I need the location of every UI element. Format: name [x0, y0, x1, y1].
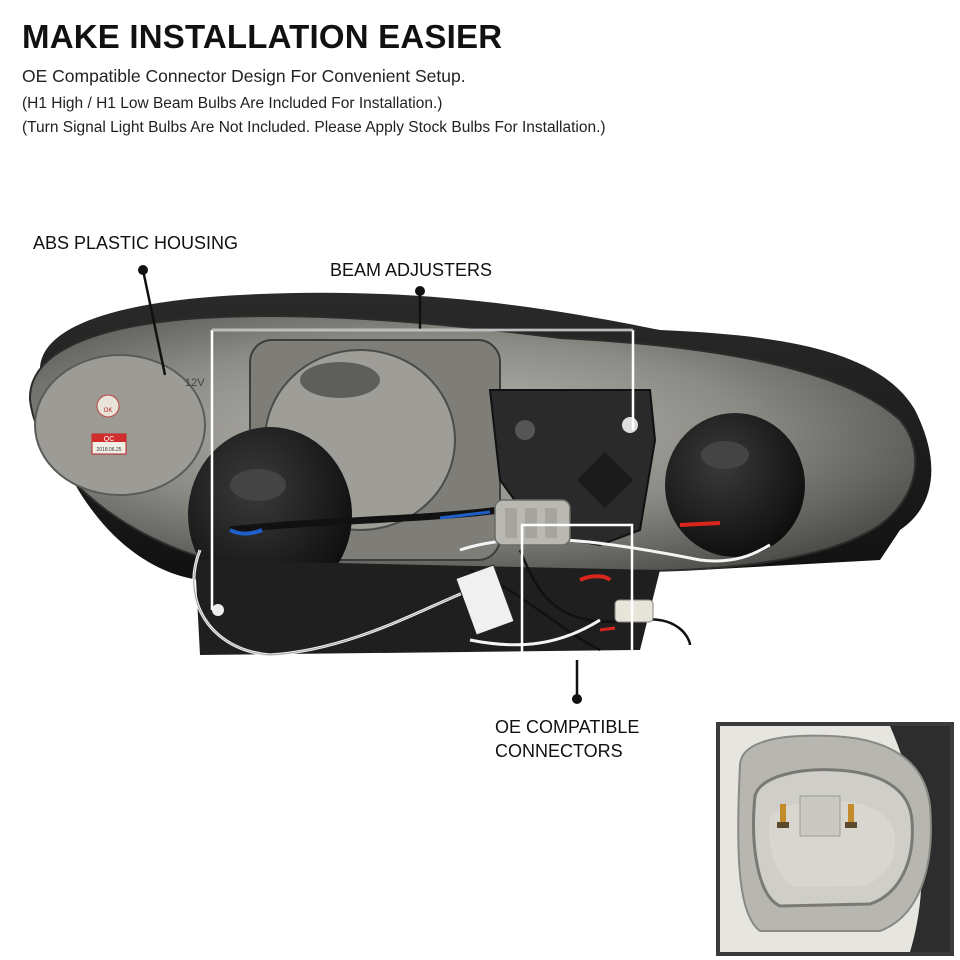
- red-wire: [679, 521, 721, 527]
- housing-callout-line: [141, 269, 167, 376]
- callout-housing: ABS PLASTIC HOUSING: [33, 233, 239, 253]
- qc-date: 2018.06.25: [96, 447, 121, 453]
- small-connector: [614, 599, 654, 623]
- ballast-tag: [455, 564, 515, 636]
- connectors-callout-dot: [572, 694, 582, 704]
- qc-label: QC: [104, 436, 115, 443]
- voltage-stamp: 12V: [185, 377, 205, 389]
- headlight-photo: QC 2018.06.25 OK 12V: [0, 150, 960, 960]
- subtitle-connector-design: OE Compatible Connector Design For Conve…: [22, 66, 466, 86]
- note-bulbs-included: (H1 High / H1 Low Beam Bulbs Are Include…: [22, 95, 443, 112]
- left-reflector: [34, 354, 206, 496]
- headlight-illustration: QC 2018.06.25 OK 12V: [28, 265, 932, 704]
- header: MAKE INSTALLATION EASIER OE Compatible C…: [0, 0, 960, 150]
- callout-connectors-line1: OE COMPATIBLE: [495, 717, 640, 737]
- connector-closeup-inset: [716, 722, 954, 956]
- connector-pin-left: [780, 804, 786, 826]
- callout-connectors-line2: CONNECTORS: [495, 741, 623, 761]
- high-beam-cap: [665, 413, 805, 557]
- page-title: MAKE INSTALLATION EASIER: [22, 18, 503, 55]
- connector-closeup: [720, 726, 950, 952]
- qc-ok: OK: [104, 408, 113, 414]
- callout-beam-adjusters: BEAM ADJUSTERS: [330, 260, 493, 280]
- low-beam-cap: [188, 427, 352, 603]
- connector-pin-right: [848, 804, 854, 826]
- blue-wire: [229, 528, 263, 536]
- note-bulbs-not-included: (Turn Signal Light Bulbs Are Not Include…: [22, 119, 606, 136]
